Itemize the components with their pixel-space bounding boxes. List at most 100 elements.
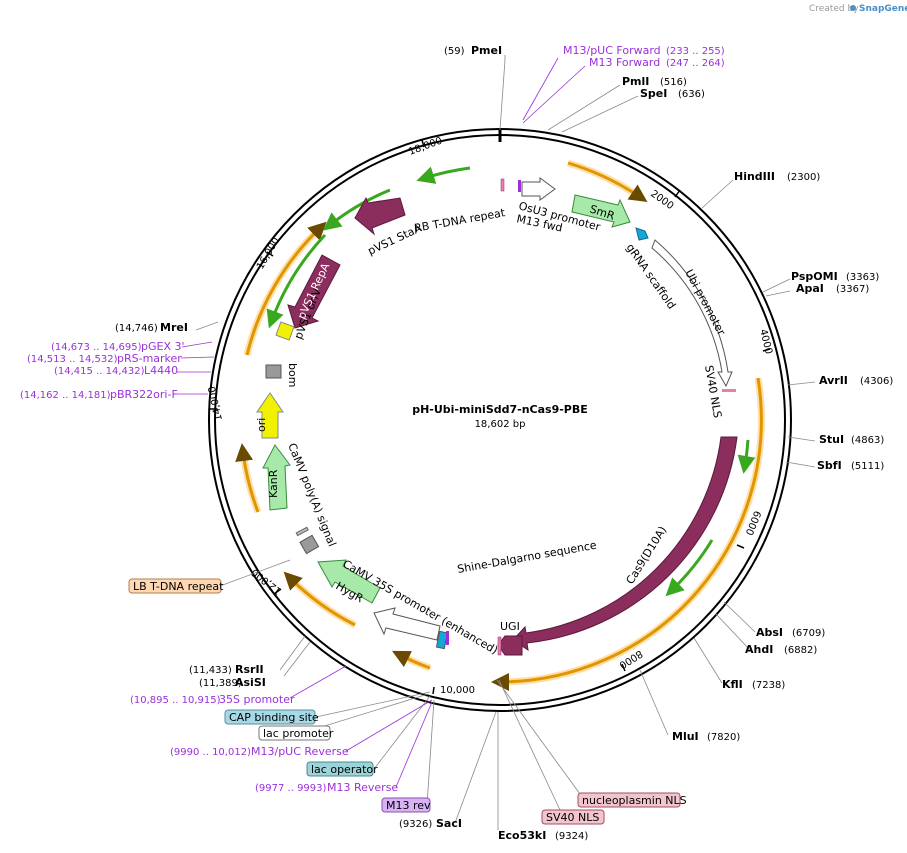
green-arc xyxy=(266,233,327,329)
lacp-box xyxy=(258,725,331,741)
orf-arcs xyxy=(235,159,765,691)
green-orf-arcs xyxy=(266,166,756,597)
site-saci: SacI xyxy=(436,817,462,830)
hygr-feature xyxy=(317,559,381,604)
tick-marks xyxy=(210,139,771,695)
label-ori: ori xyxy=(255,418,268,432)
primer-pbr322ori: pBR322ori-F xyxy=(110,388,178,401)
site-pmli: PmlI xyxy=(622,75,649,88)
pvs1-repa-feature xyxy=(287,254,341,329)
site-pos: (59) xyxy=(444,46,465,57)
site-spei: SpeI xyxy=(640,87,667,100)
ubi-promoter-feature xyxy=(651,239,733,388)
smr-feature xyxy=(571,194,631,228)
primer-prs-marker: pRS-marker xyxy=(117,352,182,365)
site-pos: (516) xyxy=(660,77,687,88)
plasmid-name: pH-Ubi-miniSdd7-nCas9-PBE xyxy=(412,403,588,416)
orf-arc xyxy=(283,571,356,627)
site-pos: (6709) xyxy=(792,628,825,639)
bom-feature xyxy=(265,364,282,379)
site-pos: (3367) xyxy=(836,284,869,295)
site-pos: (2300) xyxy=(787,172,820,183)
site-pos: (7820) xyxy=(707,732,740,743)
site-pos: (9324) xyxy=(555,831,588,842)
site-pos: (4863) xyxy=(851,435,884,446)
site-pos: (7238) xyxy=(752,680,785,691)
label-bom: bom xyxy=(286,363,299,387)
green-arc xyxy=(737,439,756,474)
ori-feature xyxy=(256,392,284,439)
site-pos: (11,433) xyxy=(189,665,232,676)
m13-fwd-marker xyxy=(518,180,521,192)
orf-arc xyxy=(566,159,642,200)
primer-m13-rev: M13 Reverse xyxy=(327,781,398,794)
site-pos: (6882) xyxy=(784,645,817,656)
site-pos: (636) xyxy=(678,89,705,100)
label-npnls: nucleoplasmin NLS xyxy=(582,794,687,807)
site-absi: AbsI xyxy=(756,626,783,639)
orf-arc xyxy=(567,161,648,203)
label-grna: gRNA scaffold xyxy=(624,241,679,311)
site-avrii: AvrII xyxy=(819,374,848,387)
lac-cluster-feature xyxy=(435,630,449,650)
label-m13rev: M13 rev xyxy=(386,799,431,812)
nls-marker xyxy=(497,636,502,656)
label-rb: RB T-DNA repeat xyxy=(413,206,506,235)
orf-arc xyxy=(391,650,431,670)
green-arc xyxy=(322,188,391,231)
label-lacp: lac promoter xyxy=(263,727,334,740)
watermark-prefix: Created by xyxy=(809,4,859,14)
grna-scaffold-feature xyxy=(635,227,649,241)
orf-arc xyxy=(491,377,763,691)
primer-lines xyxy=(174,57,586,788)
site-mlui: MluI xyxy=(672,730,699,743)
primer-pos: (247 .. 264) xyxy=(666,58,725,69)
green-arc xyxy=(665,539,714,597)
site-pos: (3363) xyxy=(846,272,879,283)
primer-pos: (14,415 .. 14,432) xyxy=(54,366,145,377)
site-pos: (4306) xyxy=(860,376,893,387)
primer-pos: (10,895 .. 10,915) xyxy=(130,695,221,706)
site-eco53ki: Eco53kI xyxy=(498,829,546,842)
site-rsrii: RsrII xyxy=(235,663,264,676)
polya-feature xyxy=(299,534,320,555)
label-polya: CaMV poly(A) signal xyxy=(285,441,338,548)
site-apai: ApaI xyxy=(796,282,824,295)
snapgene-logo-icon xyxy=(850,5,856,11)
label-ubi: Ubi promoter xyxy=(682,267,728,338)
site-kfli: KflI xyxy=(722,678,743,691)
label-ugi: UGI xyxy=(500,620,520,633)
label-lb: LB T-DNA repeat xyxy=(133,580,224,593)
tick-10000: 10,000 xyxy=(440,685,475,696)
primer-pos: (14,162 .. 14,181) xyxy=(20,390,111,401)
site-ahdi: AhdI xyxy=(745,643,773,656)
primer-pos: (9977 .. 9993) xyxy=(255,783,327,794)
lb-box xyxy=(128,578,222,594)
tick-12000: 12,000 xyxy=(249,566,283,596)
pvs1-oriv-feature xyxy=(275,321,295,341)
sv40nls-box xyxy=(541,809,605,825)
cap-box xyxy=(224,709,316,725)
site-mrei: MreI xyxy=(160,321,188,334)
site-sbfi: SbfI xyxy=(817,459,842,472)
cas9-feature xyxy=(512,436,738,652)
primer-pos: (9990 .. 10,012) xyxy=(170,747,251,758)
site-asisi: AsiSI xyxy=(235,676,266,689)
primer-pos: (14,673 .. 14,695) xyxy=(51,342,142,353)
laco-box xyxy=(306,761,374,777)
primer-l4440: L4440 xyxy=(144,364,178,377)
tick-16000: 16,000 xyxy=(255,236,282,272)
plasmid-size: 18,602 bp xyxy=(475,419,526,430)
primer-pgex3: pGEX 3' xyxy=(141,340,185,353)
orf-arc xyxy=(235,443,260,513)
kanr-feature xyxy=(262,444,291,511)
primer-m13puc-rev: M13/pUC Reverse xyxy=(251,745,349,758)
site-pos: (5111) xyxy=(851,461,884,472)
primer-m13puc-fwd: M13/pUC Forward xyxy=(563,44,661,57)
label-sv40nls: SV40 NLS xyxy=(546,811,599,824)
m13rev-box xyxy=(381,797,431,813)
m13-rev-marker xyxy=(446,631,449,645)
site-pmei: PmeI xyxy=(471,44,502,57)
site-stui: StuI xyxy=(819,433,844,446)
